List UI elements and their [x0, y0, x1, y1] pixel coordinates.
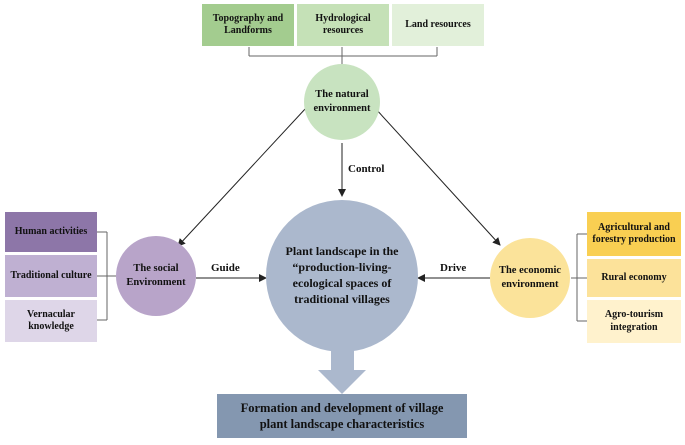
economic-bracket	[571, 233, 587, 322]
traditional-culture-box: Traditional culture	[5, 255, 97, 297]
big-down-arrow	[318, 347, 366, 394]
agro-tourism-box: Agro-tourism integration	[587, 300, 681, 343]
land-resources-box: Land resources	[392, 4, 484, 46]
vernacular-knowledge-box: Vernacular knowledge	[5, 300, 97, 342]
social-environment-node: The social Environment	[116, 236, 196, 316]
social-environment-label: The social Environment	[126, 263, 186, 288]
natural-environment-label: The natural environment	[313, 89, 371, 114]
natural-environment-node: The natural environment	[304, 64, 380, 140]
hydrological-resources-box: Hydrological resources	[297, 4, 389, 46]
plant-landscape-label: Plant landscape in the “production-livin…	[285, 244, 399, 306]
drive-label: Drive	[440, 262, 467, 274]
guide-label: Guide	[211, 262, 240, 274]
economic-environment-label: The economic environment	[498, 265, 562, 290]
human-activities-box: Human activities	[5, 212, 97, 252]
natural-social-arrow	[177, 100, 314, 247]
control-label: Control	[348, 163, 385, 175]
social-bracket	[97, 231, 116, 321]
topography-landforms-box: Topography and Landforms	[202, 4, 294, 46]
plant-landscape-node: Plant landscape in the “production-livin…	[266, 200, 418, 352]
outcome-label: Formation and development of village pla…	[240, 400, 444, 431]
natural-economic-arrow	[367, 100, 501, 246]
agricultural-forestry-box: Agricultural and forestry production	[587, 212, 681, 256]
rural-economy-box: Rural economy	[587, 259, 681, 297]
natural-bracket	[248, 47, 438, 64]
economic-environment-node: The economic environment	[490, 238, 570, 318]
outcome-box: Formation and development of village pla…	[217, 394, 467, 438]
